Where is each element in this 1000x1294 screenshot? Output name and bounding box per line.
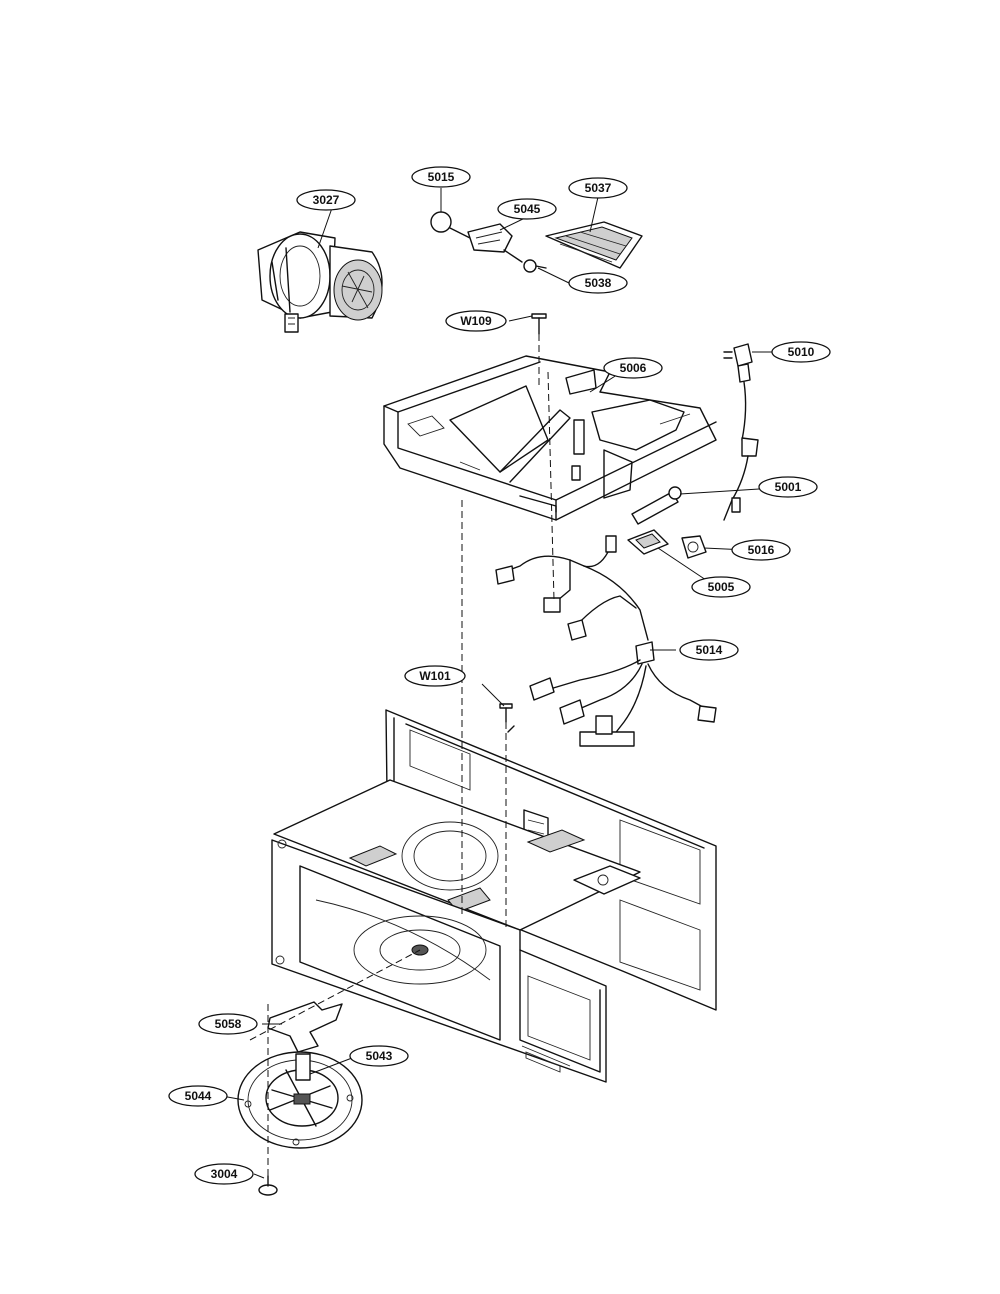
callout-3004-label: 3004: [211, 1167, 238, 1181]
coupler: [267, 1001, 343, 1053]
callout-5058: 5058: [198, 1013, 258, 1035]
callout-5043-label: 5043: [366, 1049, 393, 1063]
screw-w101: [499, 703, 515, 733]
callout-5037-label: 5037: [585, 181, 612, 195]
callout-5058-label: 5058: [215, 1017, 242, 1031]
callout-3027-label: 3027: [313, 193, 340, 207]
callout-5038: 5038: [568, 272, 628, 294]
callout-5043: 5043: [349, 1045, 409, 1067]
wire-harness: [495, 535, 717, 747]
assembly-axes: [249, 334, 555, 1176]
callout-5016: 5016: [731, 539, 791, 561]
oven-cavity: [271, 709, 717, 1083]
fan-motor-assembly: [257, 231, 383, 333]
callout-5045: 5045: [497, 198, 557, 220]
callout-3027: 3027: [296, 189, 356, 211]
lamp-assembly: [430, 211, 547, 273]
callout-5001-label: 5001: [775, 480, 802, 494]
leader-lines: [221, 188, 777, 1179]
screw-w109: [531, 313, 547, 335]
callout-5010: 5010: [771, 341, 831, 363]
callout-5016-label: 5016: [748, 543, 775, 557]
callout-5015: 5015: [411, 166, 471, 188]
grease-filter: [545, 221, 643, 269]
stirrer-cover: [237, 1051, 363, 1149]
callout-5045-label: 5045: [514, 202, 541, 216]
callout-5038-label: 5038: [585, 276, 612, 290]
callout-W101: W101: [404, 665, 466, 687]
callout-5014: 5014: [679, 639, 739, 661]
callout-5005-label: 5005: [708, 580, 735, 594]
callout-5037: 5037: [568, 177, 628, 199]
fuse-and-holder: [627, 486, 707, 559]
callout-5001: 5001: [758, 476, 818, 498]
callout-5014-label: 5014: [696, 643, 723, 657]
power-cord: [723, 343, 759, 521]
callout-5044: 5044: [168, 1085, 228, 1107]
callout-5005: 5005: [691, 576, 751, 598]
callout-3004: 3004: [194, 1163, 254, 1185]
callout-W109-label: W109: [460, 314, 492, 328]
callout-5006: 5006: [603, 357, 663, 379]
callout-5010-label: 5010: [788, 345, 815, 359]
callout-5044-label: 5044: [185, 1089, 212, 1103]
callout-5006-label: 5006: [620, 361, 647, 375]
callout-5015-label: 5015: [428, 170, 455, 184]
roller: [258, 1175, 278, 1196]
callout-W109: W109: [445, 310, 507, 332]
callout-W101-label: W101: [419, 669, 451, 683]
